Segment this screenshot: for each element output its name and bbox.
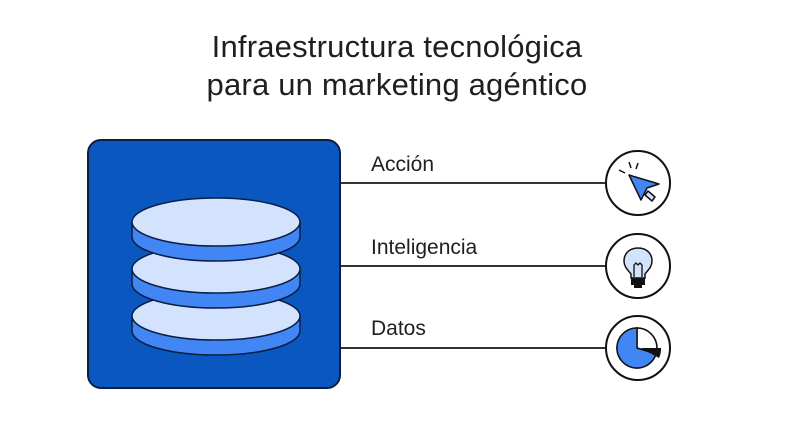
action-icon-circle bbox=[605, 150, 671, 216]
row-label-datos: Datos bbox=[371, 317, 426, 340]
title-line-1: Infraestructura tecnológica bbox=[211, 29, 583, 64]
connector-line-datos bbox=[341, 347, 605, 349]
title-line-2: para un marketing agéntico bbox=[206, 67, 588, 102]
lightbulb-icon bbox=[623, 247, 653, 288]
intelligence-icon-circle bbox=[605, 233, 671, 299]
diagram-title: Infraestructura tecnológica para un mark… bbox=[0, 28, 794, 104]
row-label-accion: Acción bbox=[371, 153, 435, 176]
row-label-inteligencia: Inteligencia bbox=[371, 236, 478, 259]
data-icon-circle bbox=[605, 315, 671, 381]
connector-line-inteligencia bbox=[341, 265, 605, 267]
database-disk-top bbox=[131, 197, 301, 262]
cursor-click-icon bbox=[618, 161, 660, 202]
pie-chart-icon bbox=[616, 327, 662, 369]
database-icon bbox=[131, 197, 301, 356]
connector-line-accion bbox=[341, 182, 605, 184]
database-box bbox=[87, 139, 341, 389]
